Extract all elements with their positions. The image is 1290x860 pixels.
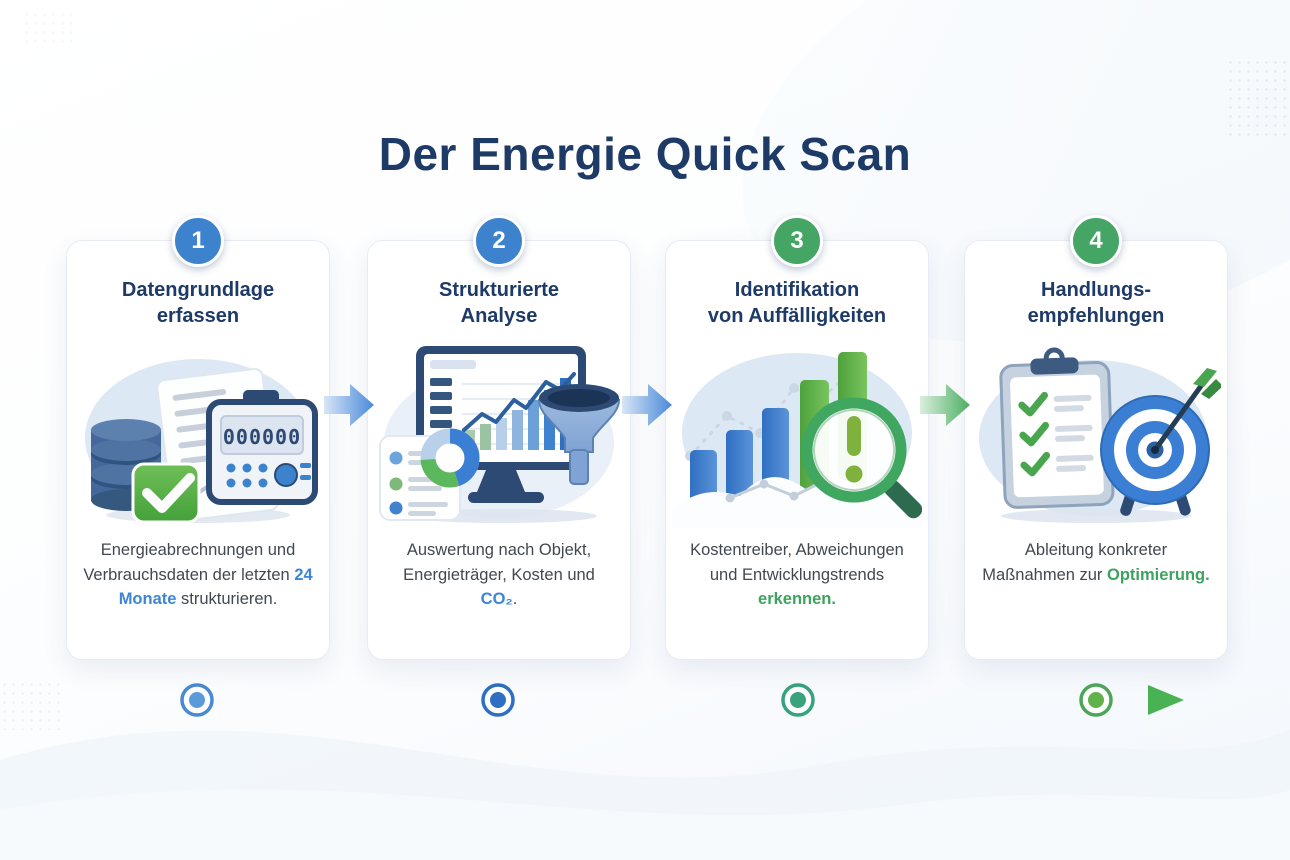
- timeline-dot-2: [481, 683, 515, 717]
- clipboard-checklist-icon: [999, 347, 1115, 509]
- arrow-right-icon: [324, 384, 374, 426]
- meter-display: 000000: [223, 425, 301, 449]
- timeline-dot-1: [180, 683, 214, 717]
- step-description: Kostentreiber, Abweichungen und Entwickl…: [690, 540, 904, 609]
- step-title: Datengrundlage erfassen: [121, 279, 275, 328]
- dot-pattern-top-right: [1226, 58, 1288, 140]
- step4-illustration: [979, 347, 1221, 523]
- highlight-text: Optimierung.: [1107, 565, 1210, 584]
- timeline-arrowhead-icon: [1148, 685, 1184, 715]
- progress-timeline: [124, 683, 1184, 717]
- step-title: Strukturierte Analyse: [438, 279, 560, 328]
- funnel-icon: [537, 383, 621, 485]
- magnifier-alert-icon: [801, 397, 922, 519]
- arrow-right-icon: [920, 384, 970, 426]
- step-card-1: 1 Datengrundlage erfassen: [66, 215, 330, 660]
- exclamation-icon: [847, 415, 861, 456]
- timeline-dot-3: [781, 683, 815, 717]
- target-arrow-icon: [1100, 367, 1221, 516]
- step-card-3: 3 Identifikation von Auffälligkeiten: [665, 215, 929, 660]
- step-description: Ableitung konkreter Maßnahmen zur Optimi…: [982, 540, 1210, 584]
- page-title: Der Energie Quick Scan: [378, 127, 912, 180]
- dot-pattern-top-left: [22, 10, 72, 46]
- check-icon: [131, 462, 201, 524]
- step-title: Handlungs- empfehlungen: [1027, 279, 1165, 328]
- step-card-4: 4 Handlungs- empfehlungen: [964, 215, 1228, 660]
- step-number-badge: 2: [473, 215, 525, 267]
- step-number-badge: 4: [1070, 215, 1122, 267]
- highlight-text: 24 Monate: [118, 565, 313, 609]
- step-title: Identifikation von Auffälligkeiten: [707, 279, 887, 328]
- step-number-badge: 3: [771, 215, 823, 267]
- step-description: Auswertung nach Objekt, Energieträger, K…: [403, 540, 595, 609]
- dot-pattern-bottom-left: [0, 680, 66, 730]
- highlight-text: CO₂: [480, 590, 513, 609]
- timeline-dot-4: [1079, 683, 1113, 717]
- background-wave: [0, 730, 1290, 860]
- highlight-text: erkennen.: [758, 590, 836, 609]
- step2-illustration: [379, 345, 621, 523]
- step-number-badge: 1: [172, 215, 224, 267]
- step-description: Energieabrechnungen und Verbrauchsdaten …: [83, 540, 313, 609]
- donut-chart-icon: [420, 428, 480, 488]
- step3-illustration: [672, 351, 922, 528]
- arrow-right-icon: [622, 384, 672, 426]
- step-card-2: 2 Strukturierte Analyse: [367, 215, 631, 660]
- energy-meter-icon: 000000: [206, 389, 318, 505]
- step1-illustration: 000000: [85, 358, 318, 524]
